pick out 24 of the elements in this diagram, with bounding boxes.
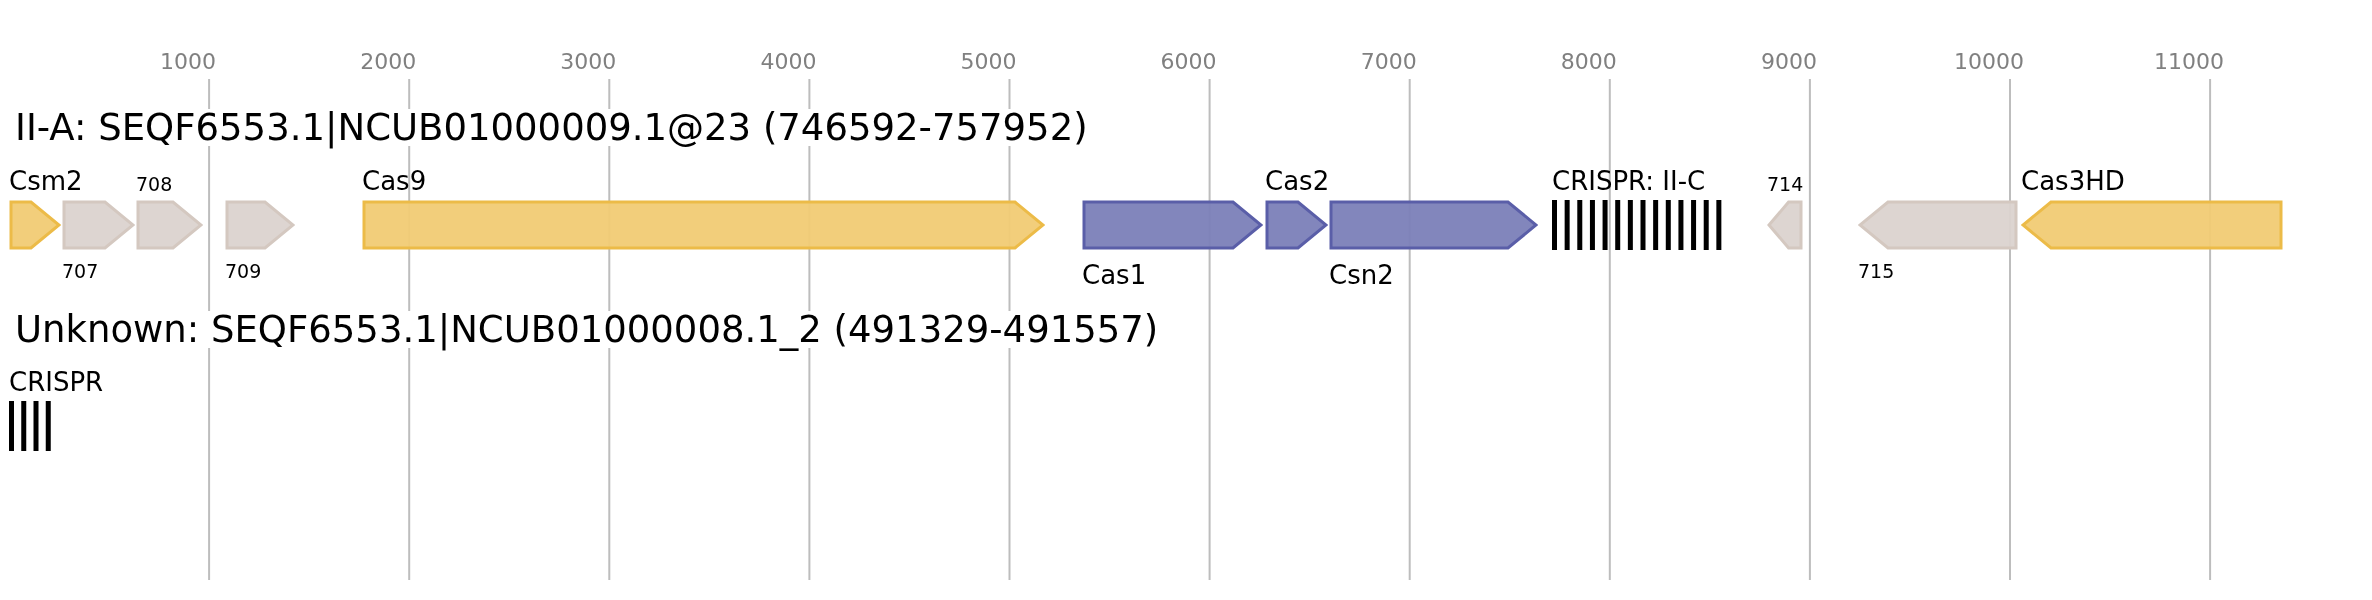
axis-tick-label: 4000 (760, 51, 817, 73)
axis-tick-label: 2000 (360, 51, 417, 73)
axis-tick-label: 6000 (1160, 51, 1217, 73)
axis-tick-label: 3000 (560, 51, 617, 73)
gene-label: Csn2 (1329, 262, 1395, 288)
gene-label: Cas3HD (2021, 168, 2126, 194)
gene-label: CRISPR (9, 369, 104, 395)
gene-label: CRISPR: II-C (1552, 168, 1707, 194)
gene-label: Cas9 (362, 168, 428, 194)
axis-tick-label: 10000 (1954, 51, 2024, 73)
axis-tick-label: 9000 (1760, 51, 1817, 73)
axis-tick-label: 7000 (1360, 51, 1417, 73)
gene-label: Cas1 (1082, 262, 1148, 288)
gene-label: 708 (136, 175, 174, 194)
gene-label: Cas2 (1265, 168, 1330, 194)
axis-tick-label: 1000 (160, 51, 217, 73)
gene-label: Csm2 (9, 168, 83, 194)
axis-tick-label: 8000 (1560, 51, 1617, 73)
gene-label: 715 (1858, 262, 1896, 281)
axis-tick-label: 5000 (960, 51, 1017, 73)
gene-label: 707 (62, 262, 100, 281)
gene-label: 714 (1767, 175, 1804, 194)
axis-tick-label: 11000 (2154, 51, 2225, 73)
gene-label: 709 (225, 262, 263, 281)
